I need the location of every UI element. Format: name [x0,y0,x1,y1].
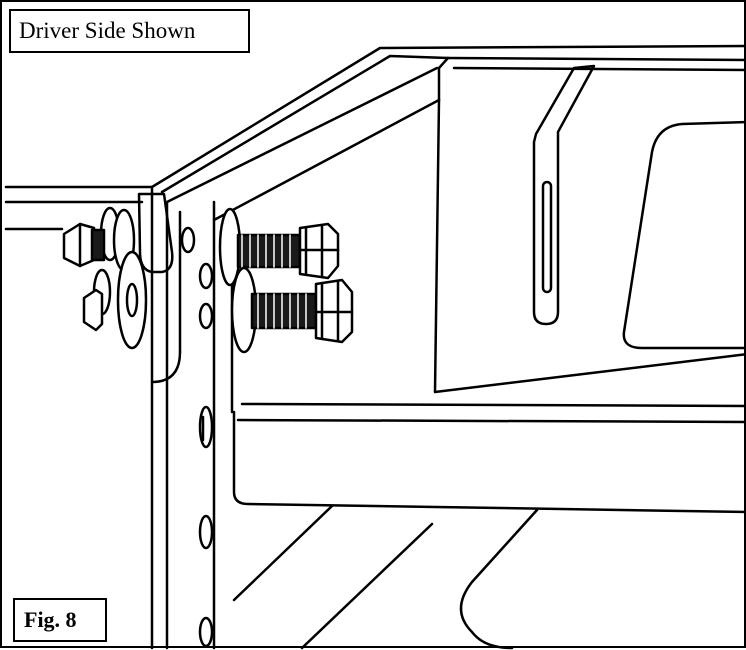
figure-number-label: Fig. 8 [13,598,107,642]
top-flange [150,44,746,222]
bolt-lower [230,266,354,354]
panel-cutout [622,120,746,350]
horizontal-crossbar [4,185,154,231]
rear-slotted-bracket [532,64,596,326]
left-hardware-stack [62,206,148,350]
lower-panel [232,504,539,650]
side-mounting-plate [150,185,216,650]
bolt-upper [218,207,340,287]
view-note-label: Driver Side Shown [9,9,250,53]
lower-crossmember [232,402,746,514]
